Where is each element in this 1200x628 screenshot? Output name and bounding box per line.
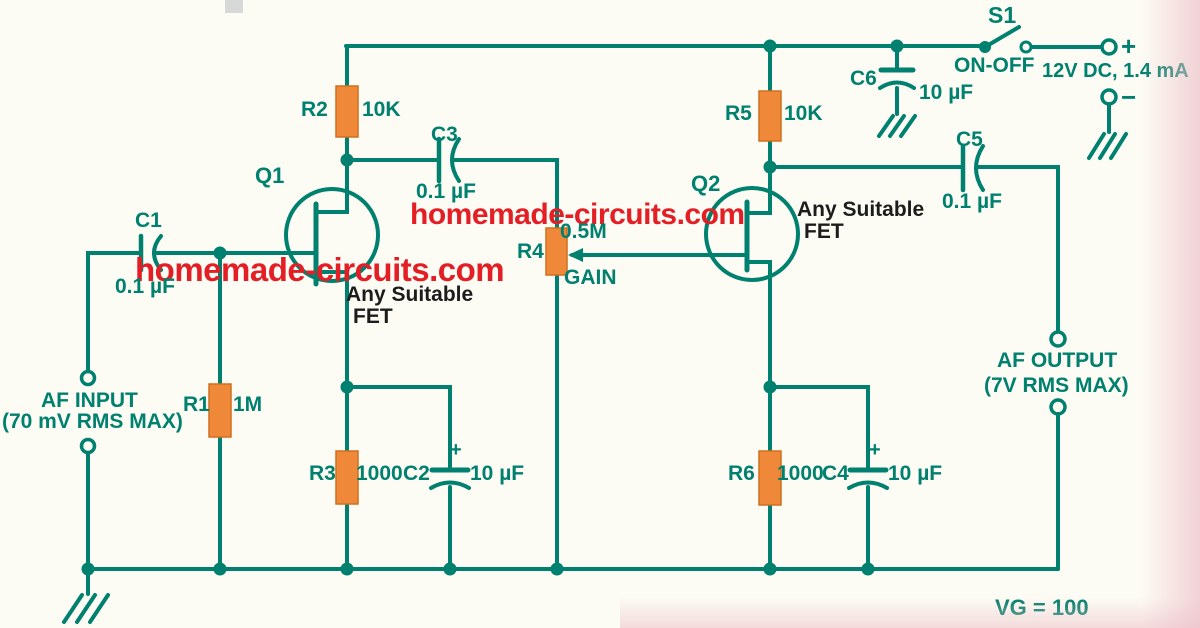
r1-value-label: 1M [233, 393, 263, 416]
r4-control-label: GAIN [564, 266, 617, 289]
c4-value-label: 10 µF [888, 462, 943, 485]
wire-bottom-rail [81, 562, 1060, 576]
r6-value-label: 1000 [777, 462, 824, 485]
af-output-net [1049, 330, 1067, 571]
r1-ref-label: R1 [183, 393, 210, 416]
r2-ref-label: R2 [301, 98, 328, 121]
supply-ground-symbol [1087, 132, 1128, 160]
q2-note-line1: Any Suitable [797, 198, 925, 221]
resistor-bodies [208, 85, 782, 506]
c4-ref-label: C4 [822, 462, 849, 485]
q2-note-line2: FET [804, 220, 844, 243]
r4-net [555, 248, 749, 571]
c1-ref-label: C1 [135, 209, 162, 232]
gain-note-label: VG = 100 [995, 595, 1089, 620]
scan-artifact [225, 0, 243, 13]
r2-value-label: 10K [362, 98, 401, 121]
q1-note-line1: Any Suitable [346, 283, 474, 306]
r5-ref-label: R5 [725, 102, 752, 125]
c3-symbol [345, 136, 559, 230]
wire-top-rail [344, 44, 1103, 49]
resistor-r1-body [208, 383, 232, 438]
c5-symbol [768, 143, 1060, 334]
af-output-label: AF OUTPUT [997, 349, 1118, 372]
c6-value-label: 10 µF [919, 81, 974, 104]
c3-value-label: 0.1 µF [416, 180, 476, 203]
switch-s1-symbol [979, 25, 1033, 54]
resistor-r5-body [758, 90, 782, 142]
supply-minus-label: − [1121, 82, 1137, 112]
supply-rating-label: 12V DC, 1.4 mA [1042, 60, 1189, 82]
c2-ref-label: C2 [403, 462, 430, 485]
watermark-lower: homemade-circuits.com [135, 251, 505, 288]
c2-polarity-label: + [450, 439, 462, 461]
q2-symbol [704, 165, 800, 389]
resistor-r2-body [335, 85, 359, 138]
c5-value-label: 0.1 µF [942, 190, 1002, 213]
resistor-r6-body [758, 450, 782, 506]
q1-note-line2: FET [353, 305, 393, 328]
q2-drain [745, 165, 772, 215]
q1-source [314, 270, 349, 389]
q1-symbol [284, 158, 380, 389]
main-ground-symbol [62, 567, 110, 624]
r6-ref-label: R6 [728, 462, 755, 485]
c5-ref-label: C5 [956, 128, 983, 151]
s1-ref-label: S1 [988, 2, 1017, 28]
watermark-upper: homemade-circuits.com [410, 198, 745, 231]
s1-onoff-label: ON-OFF [954, 54, 1035, 77]
q1-drain [314, 158, 349, 214]
c4-polarity-label: + [869, 439, 881, 461]
c6-ref-label: C6 [850, 67, 877, 90]
resistor-r3-body [335, 450, 359, 505]
supply-terminals [1100, 38, 1118, 134]
r3-ref-label: R3 [309, 462, 336, 485]
q2-ref-label: Q2 [691, 171, 721, 196]
r4-value-label: 0.5M [560, 220, 607, 243]
c1-value-label: 0.1 µF [115, 275, 175, 298]
af-input-label: AF INPUT [41, 389, 138, 412]
c6-ground-symbol [877, 114, 917, 138]
r6-c4-net [763, 380, 889, 571]
c3-ref-label: C3 [431, 123, 458, 146]
q2-source [745, 260, 772, 389]
af-input-net [79, 251, 141, 571]
q1-ref-label: Q1 [255, 163, 285, 188]
c6-symbol [878, 39, 916, 116]
r3-value-label: 1000 [356, 462, 403, 485]
r4-ref-label: R4 [517, 240, 544, 263]
r5-value-label: 10K [784, 102, 823, 125]
af-output-spec: (7V RMS MAX) [984, 374, 1129, 397]
af-input-spec: (70 mV RMS MAX) [2, 410, 183, 433]
supply-plus-label: + [1121, 31, 1137, 61]
resistor-r4-body [545, 227, 568, 276]
r3-c2-net [340, 380, 471, 571]
c2-value-label: 10 µF [470, 462, 525, 485]
